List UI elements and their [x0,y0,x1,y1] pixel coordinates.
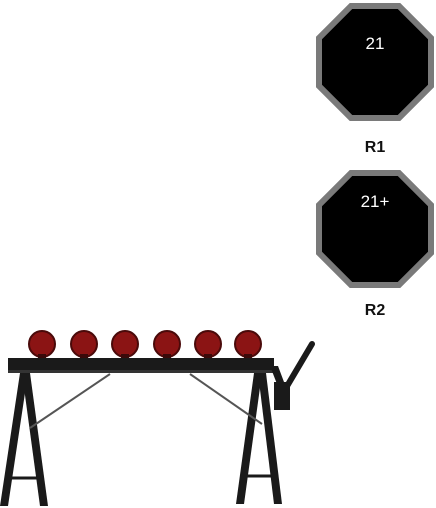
target-value-r2: 21+ [316,192,434,212]
plate-3 [112,331,138,357]
plate-rack-illustration [0,318,330,508]
target-label-r1: R1 [316,139,434,157]
target-value-r1: 21 [316,34,434,54]
plate-4 [154,331,180,357]
plate-6 [235,331,261,357]
target-octagon-r2: 21+ [316,170,434,288]
rack-leg-right [236,373,262,504]
plates [29,331,261,362]
rack-leg-left [0,373,28,506]
target-octagon-r1: 21 [316,3,434,121]
octagon-shape-r2 [316,170,434,288]
plate-2 [71,331,97,357]
plate-1 [29,331,55,357]
plate-5 [195,331,221,357]
target-label-r2: R2 [316,302,434,320]
rack-beam [8,358,274,370]
octagon-shape-r1 [316,3,434,121]
